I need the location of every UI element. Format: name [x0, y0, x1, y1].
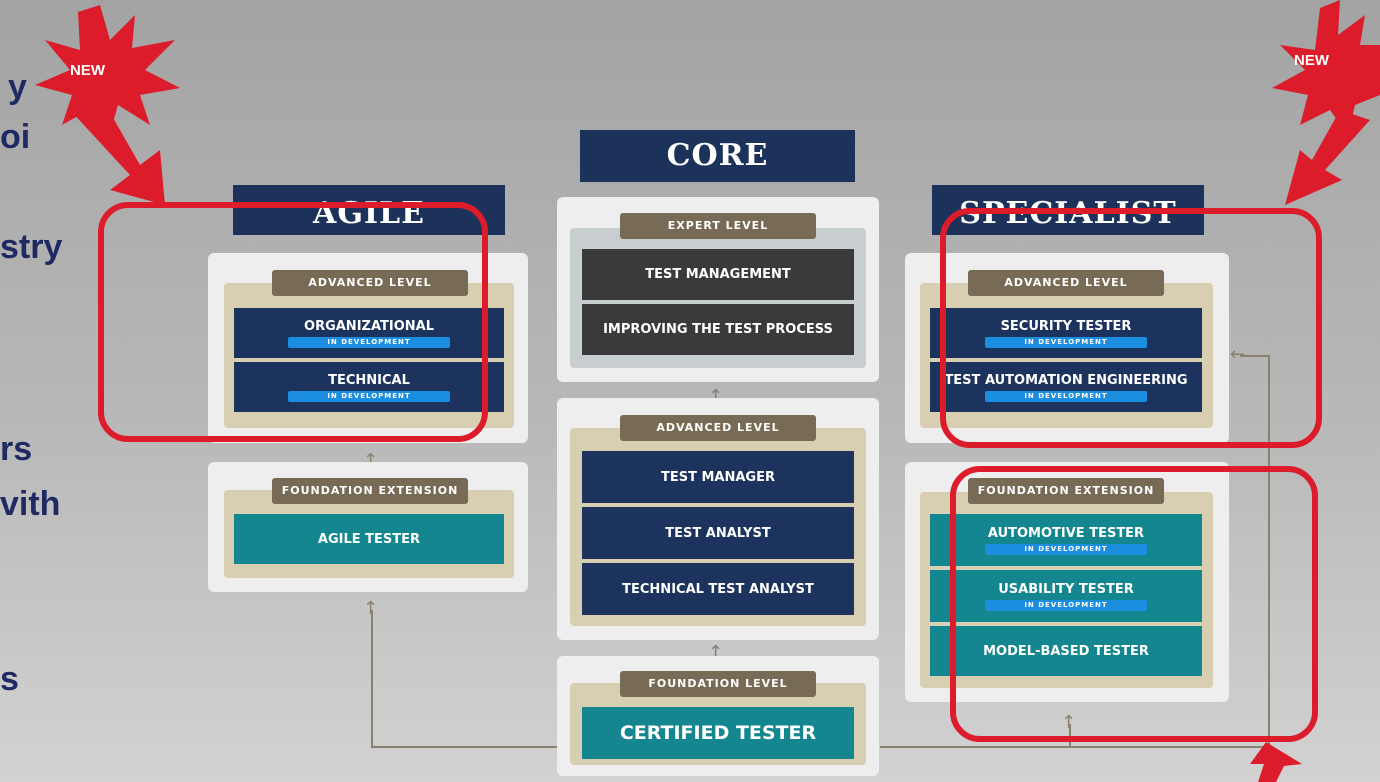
box-label: SECURITY TESTER [1000, 318, 1132, 334]
side-text-5: vith [0, 485, 61, 523]
in-development-badge: IN DEVELOPMENT [985, 390, 1147, 402]
improving-test-process-box: IMPROVING THE TEST PROCESS [582, 304, 854, 355]
in-development-badge: IN DEVELOPMENT [985, 543, 1147, 555]
connector-line [880, 746, 1270, 748]
test-analyst-box: TEST ANALYST [582, 507, 854, 559]
box-label: TECHNICAL TEST ANALYST [622, 581, 814, 597]
in-development-badge: IN DEVELOPMENT [288, 336, 450, 348]
model-based-tester-box: MODEL-BASED TESTER [930, 626, 1202, 676]
side-text-4: rs [0, 430, 33, 468]
side-text-1: y [8, 68, 27, 106]
core-foundation-level-label: FOUNDATION LEVEL [620, 671, 816, 697]
highlight-specialist-advanced [940, 208, 1322, 448]
side-text-6: s [0, 660, 19, 698]
highlight-agile-advanced [98, 202, 488, 442]
test-automation-engineering-box: TEST AUTOMATION ENGINEERING IN DEVELOPME… [930, 362, 1202, 412]
box-label: USABILITY TESTER [998, 581, 1134, 597]
connector-line [1240, 355, 1270, 357]
core-advanced-level-label: ADVANCED LEVEL [620, 415, 816, 441]
security-tester-box: SECURITY TESTER IN DEVELOPMENT [930, 308, 1202, 358]
arrow-up-icon: ↑ [1061, 712, 1077, 733]
core-expert-level-label: EXPERT LEVEL [620, 213, 816, 239]
box-label: AGILE TESTER [317, 531, 421, 547]
agile-advanced-level-label: ADVANCED LEVEL [272, 270, 468, 296]
in-development-badge: IN DEVELOPMENT [985, 336, 1147, 348]
new-badge-left: NEW [70, 62, 105, 79]
side-text-2: oi [0, 118, 31, 156]
red-arrow-bottom-icon [1250, 742, 1302, 782]
starburst-shape [35, 5, 180, 140]
column-title-core: CORE [580, 130, 855, 182]
in-development-badge: IN DEVELOPMENT [985, 599, 1147, 611]
box-label: AUTOMOTIVE TESTER [987, 525, 1145, 541]
box-label: TECHNICAL [328, 372, 410, 388]
arrow-shape [70, 95, 165, 205]
usability-tester-box: USABILITY TESTER IN DEVELOPMENT [930, 570, 1202, 622]
arrow-shape [1285, 110, 1370, 205]
new-starburst-left-icon [35, 5, 180, 205]
highlight-specialist-foundation [950, 466, 1318, 742]
specialist-advanced-level-label: ADVANCED LEVEL [968, 270, 1164, 296]
box-label: TEST MANAGER [660, 469, 775, 485]
test-management-box: TEST MANAGEMENT [582, 249, 854, 300]
arrow-left-icon: ← [1230, 344, 1246, 365]
new-starburst-right-icon [1272, 0, 1380, 205]
agile-technical-box: TECHNICAL IN DEVELOPMENT [234, 362, 504, 412]
box-label: TEST MANAGEMENT [645, 267, 791, 282]
agile-tester-box: AGILE TESTER [234, 514, 504, 564]
arrow-shape [1250, 742, 1302, 782]
box-label: CERTIFIED TESTER [619, 722, 817, 744]
box-label: TEST ANALYST [665, 525, 771, 541]
certified-tester-box: CERTIFIED TESTER [582, 707, 854, 759]
in-development-badge: IN DEVELOPMENT [288, 390, 450, 402]
arrow-up-icon: ↑ [363, 598, 379, 619]
box-label: MODEL-BASED TESTER [983, 643, 1149, 659]
starburst-shape [1272, 0, 1380, 135]
test-manager-box: TEST MANAGER [582, 451, 854, 503]
box-label: ORGANIZATIONAL [304, 318, 434, 334]
connector-line [371, 610, 373, 748]
agile-foundation-extension-label: FOUNDATION EXTENSION [272, 478, 468, 504]
box-label: IMPROVING THE TEST PROCESS [603, 322, 833, 337]
box-label: TEST AUTOMATION ENGINEERING [944, 372, 1188, 388]
automotive-tester-box: AUTOMOTIVE TESTER IN DEVELOPMENT [930, 514, 1202, 566]
connector-line [371, 746, 561, 748]
side-text-3: stry [0, 228, 63, 266]
agile-organizational-box: ORGANIZATIONAL IN DEVELOPMENT [234, 308, 504, 358]
specialist-foundation-extension-label: FOUNDATION EXTENSION [968, 478, 1164, 504]
technical-test-analyst-box: TECHNICAL TEST ANALYST [582, 563, 854, 615]
connector-line [1268, 355, 1270, 748]
new-badge-right: NEW [1294, 52, 1329, 69]
